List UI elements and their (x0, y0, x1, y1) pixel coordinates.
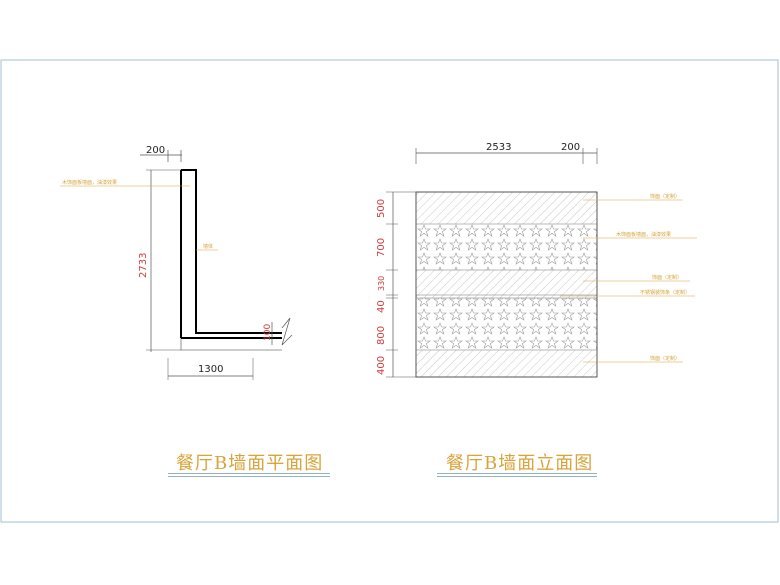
elev-note-3: 饰面（定制） (652, 274, 682, 281)
elev-note-4: 不锈钢装饰条（定制） (640, 289, 690, 296)
elev-dim-top-width: 2533 (486, 142, 511, 153)
elevation-title-underline (437, 473, 597, 474)
elev-dim-row: 700 (376, 238, 387, 257)
elev-dim-row: 500 (376, 199, 387, 218)
elev-dim-row: 400 (376, 356, 387, 375)
plan-dim-right-text: 100 (263, 324, 273, 341)
plan-note-mid: 墙体 (203, 243, 213, 250)
plan-title-underline (168, 476, 330, 477)
plan-note-top: 木饰面板墙面，油漆效果 (62, 179, 117, 186)
elev-band-stars-upper (416, 224, 597, 270)
elev-band-hatch-top (416, 192, 597, 224)
sheet-border (0, 59, 779, 523)
elev-note-2: 木饰面板墙面，油漆效果 (616, 231, 671, 238)
elev-dim-row: 800 (376, 326, 387, 345)
elev-note-1: 饰面（定制） (650, 193, 680, 200)
plan-break-mark (281, 317, 293, 346)
elevation-title-underline (437, 476, 597, 477)
elev-dim-row: 40 (376, 300, 387, 313)
plan-title-underline (168, 473, 330, 474)
elev-band-stars-lower (416, 298, 597, 350)
elev-outline (415, 191, 598, 378)
elev-band-hatch-bottom (416, 350, 597, 377)
elevation-title: 餐厅B墙面立面图 (446, 453, 594, 474)
plan-title: 餐厅B墙面平面图 (176, 453, 324, 474)
elevation-view: 2533 200 500 700 330 40 800 400 饰面（定制） 木… (376, 142, 697, 378)
plan-wall-inner (181, 169, 282, 334)
elev-dim-row: 330 (377, 276, 386, 291)
plan-dim-bottom-text: 1300 (198, 364, 223, 375)
plan-view: 200 2733 1300 100 木饰面板墙面，油漆效果 墙体 (60, 145, 293, 380)
elev-note-5: 饰面（定制） (650, 355, 680, 362)
elev-band-hatch-mid (416, 270, 597, 298)
elev-dim-top-right: 200 (561, 142, 580, 153)
plan-dim-top-text: 200 (146, 145, 165, 156)
plan-dim-left-text: 2733 (138, 253, 149, 278)
